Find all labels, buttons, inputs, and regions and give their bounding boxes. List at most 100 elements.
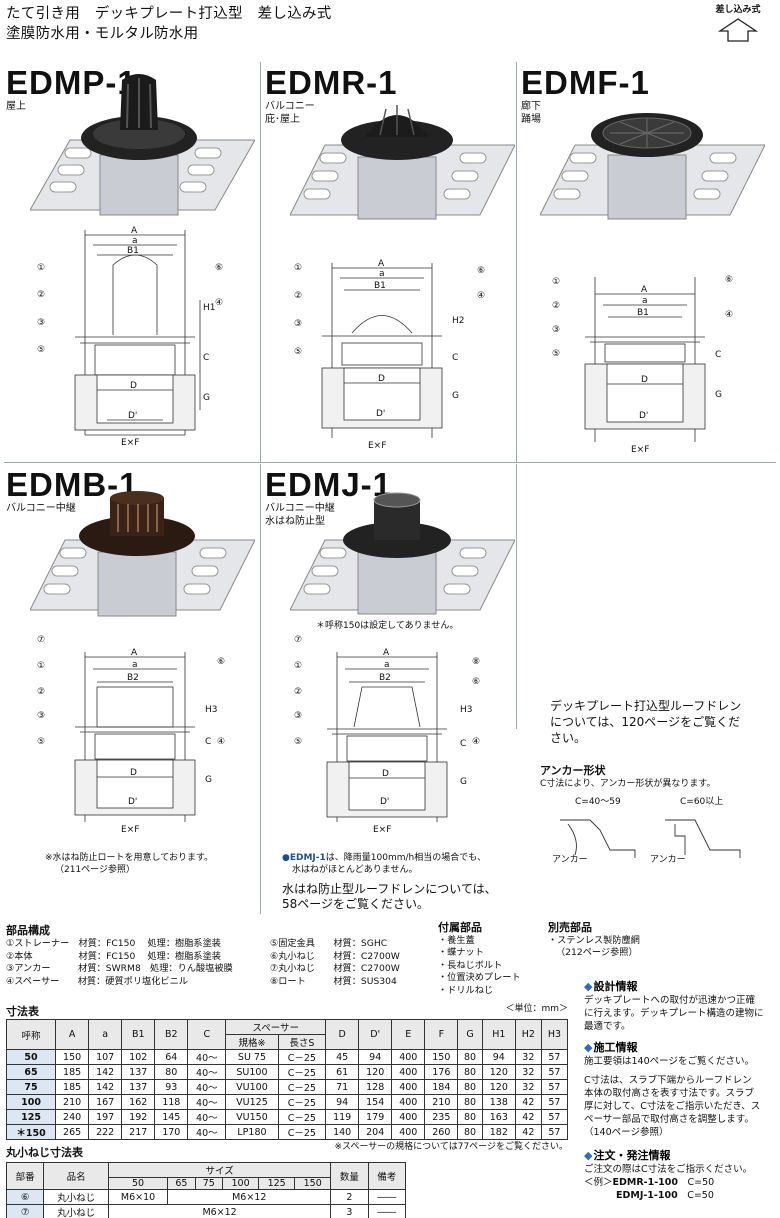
accessory-item: ・長ねじボルト xyxy=(438,959,503,971)
table-cell: 138 xyxy=(481,1094,516,1110)
cell: ―― xyxy=(367,1204,407,1218)
table-cell: 197 xyxy=(88,1109,123,1125)
deck-note-line: さい。 xyxy=(550,731,587,745)
dim-label-a: a xyxy=(132,236,138,246)
dim-label-H1: H1 xyxy=(203,303,216,313)
table-cell: 75 xyxy=(5,1079,57,1095)
table-cell: 140 xyxy=(325,1124,360,1140)
table-cell: 64 xyxy=(154,1049,189,1065)
cell: 3 xyxy=(330,1204,369,1218)
table-cell: 42 xyxy=(514,1094,542,1110)
table-cell: 32 xyxy=(514,1079,542,1095)
accessory-item: ・位置決めプレート xyxy=(438,972,521,983)
work-info-line: 本体の取付高さを表す寸法です。スラブ xyxy=(584,1088,755,1099)
dim-label-C: C xyxy=(715,350,721,360)
table-cell: 400 xyxy=(391,1064,426,1080)
info-column: 設計情報 デッキプレートへの取付が迅速かつ正確 に行えます。デッキプレート構造の… xyxy=(584,978,776,1202)
cell: 2 xyxy=(330,1189,369,1205)
callout-3: ③ xyxy=(37,318,45,328)
deck-note-line: については、120ページをご覧くだ xyxy=(550,715,741,729)
deck-note-line: デッキプレート打込型ルーフドレン xyxy=(550,699,742,713)
table-cell: 118 xyxy=(154,1094,189,1110)
dim-label-D: D xyxy=(378,374,385,384)
table-cell: LP180 xyxy=(225,1124,279,1140)
col-header: E xyxy=(391,1019,426,1050)
edmj-photo xyxy=(290,492,515,615)
col-header: B2 xyxy=(154,1019,189,1050)
anchor-section: アンカー形状 C寸法により、アンカー形状が異なります。 C=40～59 C=60… xyxy=(540,762,770,870)
col-header: H3 xyxy=(540,1019,569,1050)
dim-label-EF: E×F xyxy=(373,825,391,835)
deck-note: デッキプレート打込型ルーフドレン については、120ページをご覧くだ さい。 xyxy=(550,698,741,746)
product-title: EDMR-1 xyxy=(265,64,398,101)
dim-label-a: a xyxy=(379,269,385,279)
screw-table: 部番 品名 サイズ 数量 備考 50 65 75 100 125 150 ⑥ 丸… xyxy=(5,1162,407,1218)
accessory-item: ・蝶ナット xyxy=(438,947,484,958)
part-item: ②本体 材質：FC150 処理：樹脂系塗装 xyxy=(6,950,221,962)
table-cell: 222 xyxy=(88,1124,123,1140)
anchor-diagram xyxy=(560,819,741,858)
cell: M6×12 xyxy=(167,1189,332,1205)
dim-label-B1: B1 xyxy=(127,246,139,256)
dim-label-H3: H3 xyxy=(460,705,473,715)
part-item: ⑤固定金具 材質：SGHC xyxy=(270,938,388,949)
table-cell: 120 xyxy=(358,1064,393,1080)
dim-label-a: a xyxy=(132,660,138,670)
col-header: スペーサー xyxy=(225,1019,327,1035)
callout-3: ③ xyxy=(294,319,302,329)
table-cell: VU150 xyxy=(225,1109,279,1125)
dim-label-G: G xyxy=(203,393,210,403)
table-cell: 102 xyxy=(121,1049,156,1065)
dim-label-G: G xyxy=(452,391,459,401)
col-header: F xyxy=(424,1019,459,1050)
product-edmf: EDMF-1 廊下 踊場 xyxy=(521,66,650,126)
table-cell: 142 xyxy=(88,1064,123,1080)
work-info-line: 厚に対して、C寸法をご指示いただき、ス xyxy=(584,1101,761,1112)
dim-label-EF: E×F xyxy=(368,441,386,451)
table-cell: 128 xyxy=(358,1079,393,1095)
part-item: ③アンカー 材質：SWRM8 処理：りん酸塩被膜 xyxy=(6,963,233,974)
table-cell: 100 xyxy=(5,1094,57,1110)
table-cell: 80 xyxy=(154,1064,189,1080)
dim-label-Dprime: D' xyxy=(376,409,385,419)
table-cell: 400 xyxy=(391,1094,426,1110)
up-arrow-icon xyxy=(717,18,759,42)
dim-label-Dprime: D' xyxy=(128,797,137,807)
edmb-note: ※水はね防止ロートを用意しております。 （211ページ参照） xyxy=(45,852,213,876)
callout-3: ③ xyxy=(294,711,302,721)
screw-table-section: 丸小ねじ寸法表 部番 品名 サイズ 数量 備考 50 65 75 100 125… xyxy=(5,1144,407,1218)
callout-4: ④ xyxy=(215,298,223,308)
table-cell: 120 xyxy=(481,1079,516,1095)
size-header: 65 xyxy=(167,1177,196,1190)
edmj-note-bold: ●EDMJ-1 xyxy=(282,853,326,863)
table-cell: VU100 xyxy=(225,1079,279,1095)
table-cell: 80 xyxy=(457,1049,483,1065)
dim-label-a: a xyxy=(642,296,648,306)
work-info-line: ペーサー部品で取付高さを調整します。 xyxy=(584,1114,754,1125)
table-cell: 210 xyxy=(55,1094,90,1110)
dim-label-A: A xyxy=(131,648,138,658)
table-cell: 80 xyxy=(457,1064,483,1080)
col-header: C xyxy=(187,1019,227,1050)
callout-5: ⑤ xyxy=(37,737,45,747)
dim-label-a: a xyxy=(384,660,390,670)
dim-label-C: C xyxy=(460,739,466,749)
callout-5: ⑤ xyxy=(552,349,560,359)
dimension-table: 呼称 A a B1 B2 C スペーサー D D' E F G H1 H2 H3… xyxy=(5,1019,569,1140)
sold-item: ・ステンレス製防塵網 xyxy=(548,934,640,946)
table-cell: 400 xyxy=(391,1049,426,1065)
table-cell: 42 xyxy=(514,1124,542,1140)
table-cell: 57 xyxy=(540,1064,569,1080)
col-header: 品名 xyxy=(43,1162,109,1190)
example-code: EDMJ-1-100 xyxy=(616,1190,678,1201)
dimension-table-unit: ＜単位：mm＞ xyxy=(505,1004,568,1014)
table-cell: SU100 xyxy=(225,1064,279,1080)
dim-label-B2: B2 xyxy=(127,673,139,683)
anchor-left-label: C=40～59 xyxy=(575,797,621,807)
product-edmp: EDMP-1 屋上 xyxy=(6,66,137,113)
anchor-right-label: C=60以上 xyxy=(680,797,724,807)
table-cell: 57 xyxy=(540,1079,569,1095)
